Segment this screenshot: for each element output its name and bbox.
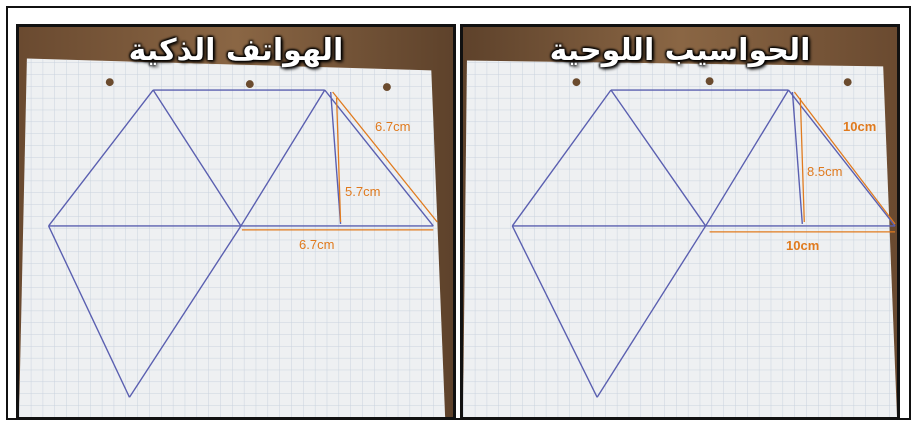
smartphones-photo-panel: الهواتف الذكية 6.7cm 5.7cm 6.7cm (16, 24, 456, 420)
punch-hole (382, 83, 391, 92)
punch-hole (705, 77, 714, 86)
punch-hole (843, 78, 852, 87)
measurement-arrows (241, 91, 438, 231)
tablets-photo-panel: الحواسيب اللوحية 10cm 8.5cm 10cm (460, 24, 900, 420)
panel-title: الهواتف الذكية (128, 33, 344, 68)
image-frame: الهواتف الذكية 6.7cm 5.7cm 6.7cm (6, 6, 911, 420)
punch-hole (245, 80, 254, 89)
octahedron-net-drawing (511, 89, 896, 398)
base-label: 6.7cm (299, 237, 335, 252)
octahedron-net-drawing (47, 89, 434, 398)
smartphones-photo (19, 27, 453, 417)
measurement-arrows (709, 91, 896, 233)
hypotenuse-label: 10cm (843, 119, 877, 134)
tablets-photo (463, 27, 897, 417)
punch-hole (105, 78, 114, 87)
punch-hole (572, 78, 581, 87)
paper-grid (19, 58, 446, 417)
hypotenuse-label: 6.7cm (375, 119, 411, 134)
paper-grid (463, 60, 897, 417)
height-label: 8.5cm (807, 164, 843, 179)
panel-title: الحواسيب اللوحية (549, 33, 811, 68)
height-label: 5.7cm (345, 184, 381, 199)
base-label: 10cm (786, 238, 820, 253)
